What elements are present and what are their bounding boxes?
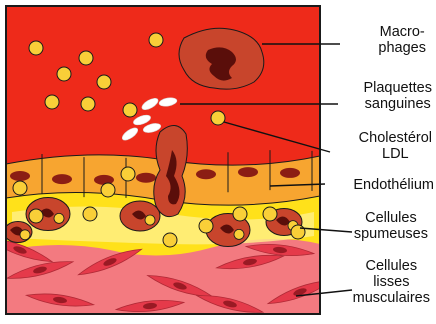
label-plaquettes: Plaquettes sanguines [363,80,432,112]
ldl-particle [163,233,177,247]
label-endothelium: Endothélium [353,177,434,193]
ldl-particle [149,33,163,47]
ldl-particle [233,207,247,221]
label-endothelium-line1: Endothélium [353,177,434,193]
endothelial-nucleus [280,168,300,178]
ldl-particle [123,103,137,117]
endothelial-nucleus [52,174,72,184]
ldl-particle [81,97,95,111]
label-musculaires-line2: lisses [353,274,430,290]
ldl-particle [57,67,71,81]
ldl-particle [29,41,43,55]
endothelial-nucleus [196,169,216,179]
ldl-particle [101,183,115,197]
label-macrophages-line1: Macro- [378,24,426,40]
label-plaquettes-line1: Plaquettes [363,80,432,96]
label-spumeuses-line2: spumeuses [354,226,428,242]
label-macrophages-line2: phages [378,40,426,56]
endothelial-nucleus [238,167,258,177]
label-cholesterol-line2: LDL [359,146,432,162]
foam-cell-droplet [145,215,155,225]
label-musculaires-line3: musculaires [353,290,430,306]
ldl-particle [121,167,135,181]
label-cholesterol: Cholestérol LDL [359,130,432,162]
label-spumeuses: Cellules spumeuses [354,210,428,242]
label-cholesterol-line1: Cholestérol [359,130,432,146]
foam-cell-droplet [54,213,64,223]
ldl-particle [29,209,43,223]
ldl-particle [79,51,93,65]
ldl-particle [211,111,225,125]
endothelial-nucleus [10,171,30,181]
endothelial-nucleus [136,173,156,183]
ldl-particle [263,207,277,221]
foam-cell-droplet [20,230,30,240]
label-musculaires: Cellules lisses musculaires [353,258,430,306]
ldl-particle [199,219,213,233]
label-macrophages: Macro- phages [378,24,426,56]
foam-cell-droplet [234,229,244,239]
label-plaquettes-line2: sanguines [363,96,432,112]
ldl-particle [291,225,305,239]
label-musculaires-line1: Cellules [353,258,430,274]
ldl-particle [83,207,97,221]
ldl-particle [13,181,27,195]
label-spumeuses-line1: Cellules [354,210,428,226]
ldl-particle [45,95,59,109]
ldl-particle [97,75,111,89]
